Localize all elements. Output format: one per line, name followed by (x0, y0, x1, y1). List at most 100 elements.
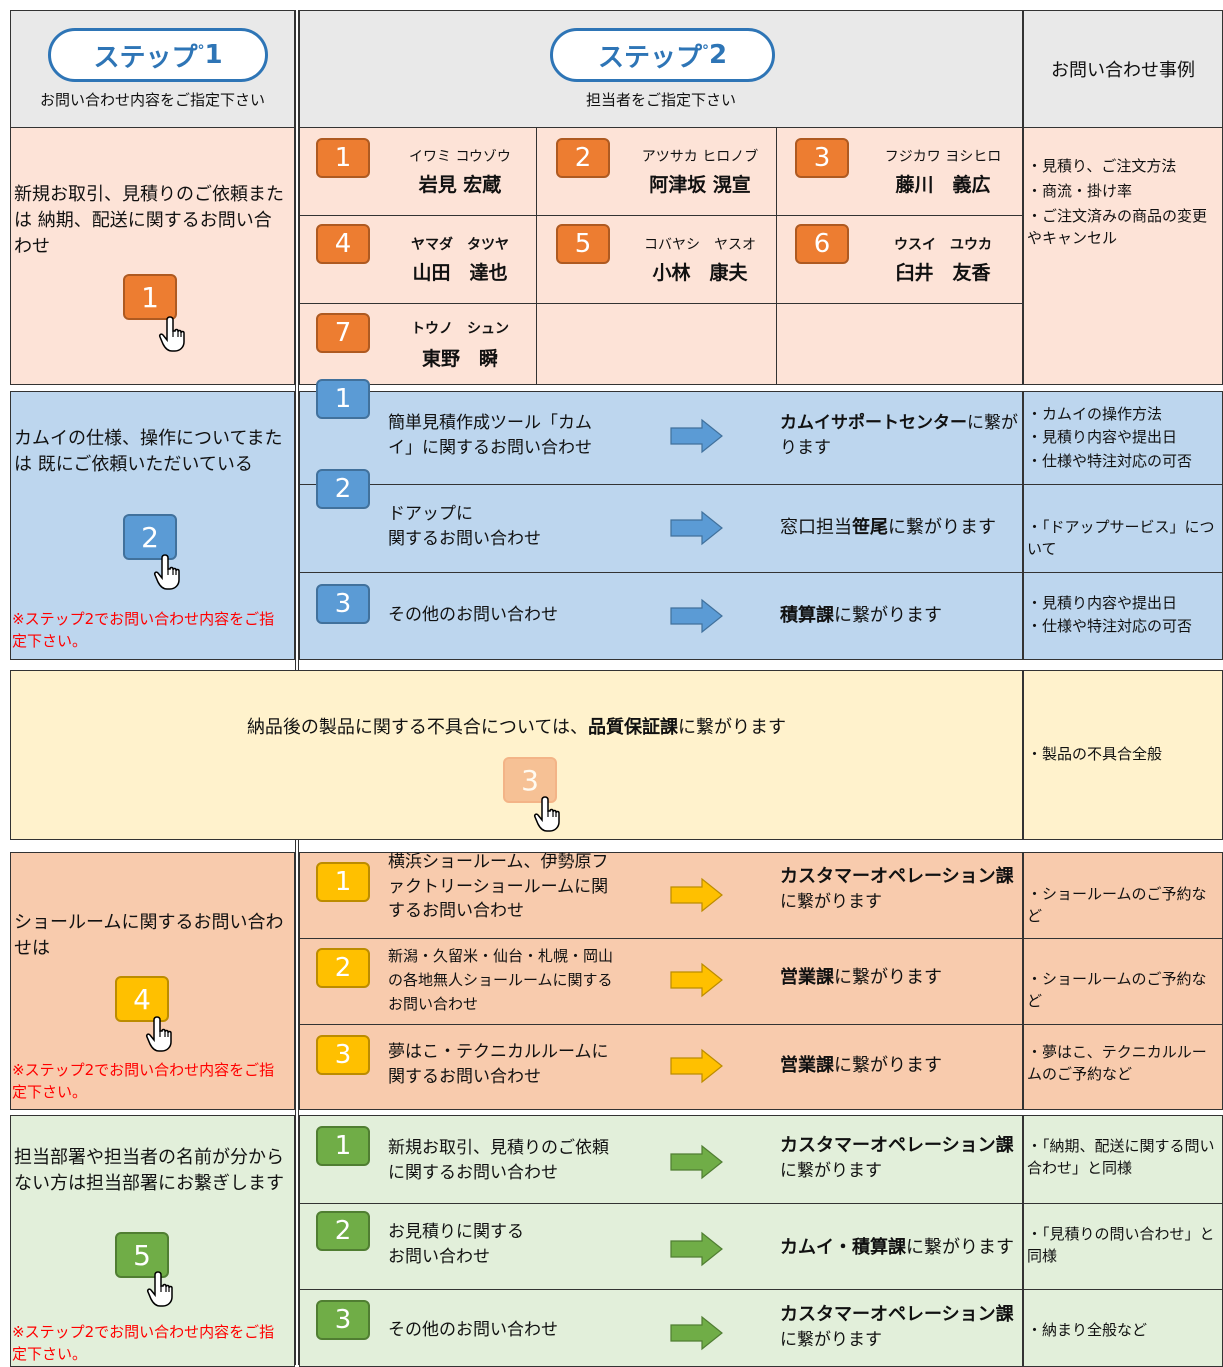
option-example: ・夢はこ、テクニカルルームのご予約など (1027, 1043, 1207, 1083)
destination-suffix: に繋がります (780, 892, 882, 913)
section1-people-cell (299, 127, 1023, 385)
option-badge[interactable]: 3 (316, 1300, 370, 1340)
destination-suffix: に繋がります (780, 1330, 882, 1351)
option-example: ・「納期、配送に関する問い合わせ」と同様 (1027, 1137, 1215, 1177)
option-example: ・「ドアップサービス」について (1027, 518, 1215, 558)
person-kana: ヤマダ タツヤ (411, 237, 509, 253)
example-item: ・ご注文済みの商品の変更やキャンセル (1027, 207, 1208, 247)
option-subject: 横浜ショールーム、伊勢原ファクトリーショールームに関するお問い合わせ (388, 852, 609, 922)
example-item: ・見積り、ご注文方法 (1027, 157, 1177, 175)
option-example: ・ショールームのご予約など (1027, 885, 1207, 925)
option-destination: カスタマーオペレーション課に繋がります (780, 1302, 1020, 1353)
grid-line (299, 303, 1023, 304)
step1-num: 1 (204, 40, 223, 70)
right-arrow-icon (670, 419, 723, 453)
person-badge[interactable]: 2 (556, 138, 610, 178)
option-subject: その他のお問い合わせ (388, 1320, 558, 1340)
hand-pointer-icon (158, 316, 185, 352)
grid-line (299, 1024, 1223, 1025)
right-arrow-icon (670, 963, 723, 997)
option-subject: 新潟・久留米・仙台・札幌・岡山の各地無人ショールームに関するお問い合わせ (388, 947, 614, 1013)
grid-line (776, 127, 777, 385)
person-badge[interactable]: 1 (316, 138, 370, 178)
option-badge[interactable]: 3 (316, 1035, 370, 1075)
person-badge[interactable]: 6 (795, 224, 849, 264)
section1-badge[interactable]: 1 (123, 274, 177, 320)
section4-rows-cell (299, 852, 1023, 1110)
section5-desc: 担当部署や担当者の名前が分からない方は担当部署にお繋ぎします (14, 1147, 284, 1195)
grid-line (299, 1203, 1223, 1204)
option-destination: カスタマーオペレーション課に繋がります (780, 864, 1020, 915)
section3-examples-cell (1023, 670, 1223, 840)
option-example: ・納まり全般など (1027, 1321, 1148, 1339)
option-subject: 簡単見積作成ツール「カムイ」に関するお問い合わせ (388, 413, 592, 458)
person-name: 阿津坂 滉宣 (649, 174, 751, 196)
person-name: 臼井 友香 (895, 262, 991, 284)
section2-badge[interactable]: 2 (123, 514, 177, 560)
option-destination: 営業課に繋がります (780, 965, 1020, 991)
person-name: 山田 達也 (412, 262, 508, 284)
section3-badge[interactable]: 3 (503, 757, 557, 803)
option-destination: 積算課に繋がります (780, 603, 1020, 629)
option-example: ・ショールームのご予約など (1027, 970, 1207, 1010)
destination-suffix: に繋がります (834, 967, 942, 988)
section4-examples-cell (1023, 852, 1223, 1110)
option-subject: その他のお問い合わせ (388, 605, 558, 625)
option-badge[interactable]: 1 (316, 862, 370, 902)
option-destination: 営業課に繋がります (780, 1053, 1020, 1079)
option-badge[interactable]: 2 (316, 469, 370, 509)
grid-line (299, 572, 1223, 573)
option-subject: お見積りに関する お問い合わせ (388, 1222, 524, 1267)
step1-pill: ステップ°1 (48, 28, 268, 82)
person-kana: トウノ シュン (411, 321, 509, 337)
destination-name: カスタマーオペレーション課 (780, 866, 1014, 887)
person-name: 小林 康夫 (652, 262, 748, 284)
step2-degree: ° (701, 43, 709, 59)
section2-note: ※ステップ2でお問い合わせ内容をご指定下さい。 (12, 610, 275, 650)
step2-num: 2 (708, 40, 728, 70)
person-badge[interactable]: 4 (316, 224, 370, 264)
example-item: ・商流・掛け率 (1027, 182, 1133, 200)
destination-name: カムイ・積算課 (780, 1237, 906, 1258)
person-name: 東野 瞬 (421, 348, 498, 370)
right-arrow-icon (670, 1049, 723, 1083)
option-badge[interactable]: 3 (316, 584, 370, 624)
section3-dept: 品質保証課 (588, 717, 679, 738)
option-badge[interactable]: 2 (316, 1211, 370, 1251)
person-kana: フジカワ ヨシヒロ (884, 149, 1002, 165)
destination-prefix: 窓口担当 (780, 517, 852, 538)
section3-text: 納品後の製品に関する不具合については、品質保証課に繋がります (10, 715, 1023, 741)
option-badge[interactable]: 1 (316, 379, 370, 419)
option-badge[interactable]: 2 (316, 948, 370, 988)
section4-desc: ショールームに関するお問い合わせは (14, 912, 284, 960)
person-badge[interactable]: 3 (795, 138, 849, 178)
right-arrow-icon (670, 1316, 723, 1350)
option-destination: カムイサポートセンターに繋がります (780, 411, 1020, 460)
person-kana: コバヤシ ヤスオ (644, 237, 756, 253)
section4-note: ※ステップ2でお問い合わせ内容をご指定下さい。 (12, 1061, 275, 1101)
section4-badge[interactable]: 4 (115, 976, 169, 1022)
grid-line (299, 938, 1223, 939)
destination-suffix: に繋がります (780, 1161, 882, 1182)
option-example: ・「見積りの問い合わせ」と同様 (1027, 1225, 1215, 1265)
option-destination: 窓口担当笹尾に繋がります (780, 515, 1020, 541)
section5-badge[interactable]: 5 (115, 1232, 169, 1278)
person-badge[interactable]: 7 (316, 313, 370, 353)
section2-desc: カムイの仕様、操作についてまたは 既にご依頼いただいている (14, 428, 283, 476)
step2-pill: ステップ°2 (550, 28, 775, 82)
section5-examples-cell (1023, 1115, 1223, 1367)
section1-examples-cell (1023, 127, 1223, 385)
grid-line (299, 215, 1023, 216)
section5-note: ※ステップ2でお問い合わせ内容をご指定下さい。 (12, 1323, 275, 1363)
section2-examples-cell (1023, 391, 1223, 660)
person-kana: イワミ コウゾウ (409, 149, 511, 165)
option-badge[interactable]: 1 (316, 1126, 370, 1166)
option-example: ・見積り内容や提出日 ・仕様や特注対応の可否 (1027, 594, 1193, 636)
destination-name: 積算課 (780, 605, 834, 626)
person-badge[interactable]: 5 (556, 224, 610, 264)
person-name: 岩見 宏蔵 (418, 174, 502, 196)
option-destination: カスタマーオペレーション課に繋がります (780, 1133, 1020, 1184)
hand-pointer-icon (146, 1271, 173, 1307)
section1-desc: 新規お取引、見積りのご依頼または 納期、配送に関するお問い合わせ (14, 184, 284, 258)
right-arrow-icon (670, 878, 723, 912)
